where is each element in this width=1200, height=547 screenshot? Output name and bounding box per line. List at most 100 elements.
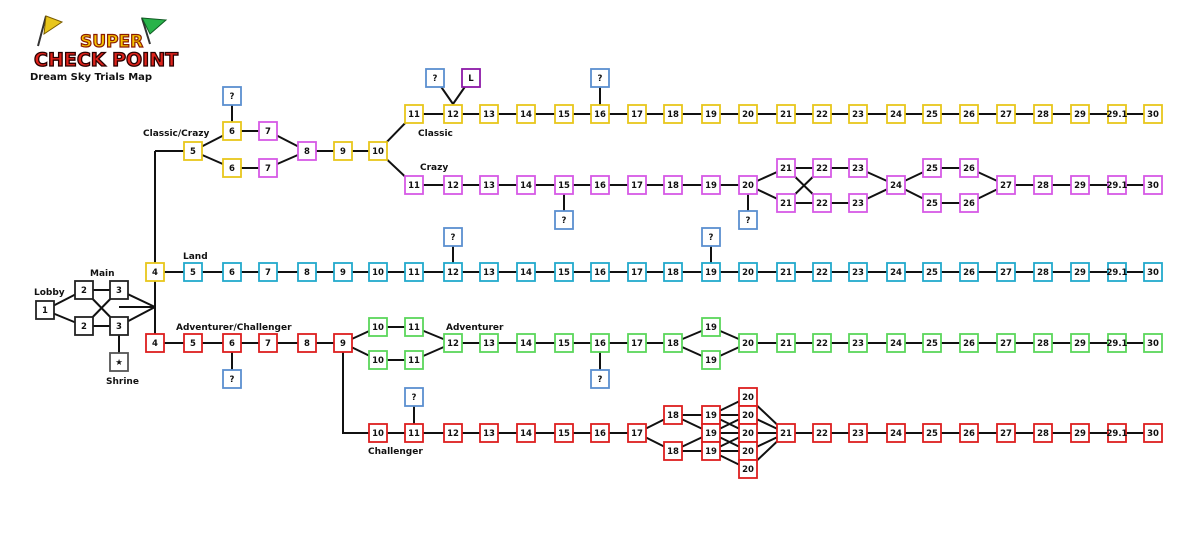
stage-label: 20 bbox=[742, 393, 754, 403]
stage-label: 22 bbox=[816, 268, 828, 278]
stage-crazy-17: 17 bbox=[627, 175, 647, 195]
stage-label: 29 bbox=[1074, 339, 1086, 349]
stage-label: 29.1 bbox=[1107, 429, 1128, 439]
stage-land-11: 11 bbox=[404, 262, 424, 282]
stage-chal-18a: 18 bbox=[663, 405, 683, 425]
stage-adv-22: 22 bbox=[812, 333, 832, 353]
stage-crazy-16: 16 bbox=[590, 175, 610, 195]
label-classic: Classic bbox=[418, 129, 453, 139]
flag-icon-yellow bbox=[37, 15, 64, 47]
stage-label: 14 bbox=[520, 339, 532, 349]
stage-label: 24 bbox=[890, 110, 902, 120]
stage-land-10: 10 bbox=[368, 262, 388, 282]
stage-label: 16 bbox=[594, 110, 606, 120]
secret-adv-16: ? bbox=[590, 369, 610, 389]
stage-land-8: 8 bbox=[297, 262, 317, 282]
stage-chal-20-5: 20 bbox=[738, 459, 758, 479]
stage-adv-27: 27 bbox=[996, 333, 1016, 353]
stage-label: 13 bbox=[483, 268, 495, 278]
stage-adv-20: 20 bbox=[738, 333, 758, 353]
flag-icon-green bbox=[141, 17, 168, 45]
stage-label: 19 bbox=[705, 411, 717, 421]
stage-crazy-21b: 21 bbox=[776, 193, 796, 213]
stage-label: 27 bbox=[1000, 429, 1012, 439]
stage-label: 25 bbox=[926, 429, 938, 439]
stage-label: 8 bbox=[304, 268, 310, 278]
stage-label: 23 bbox=[852, 199, 864, 209]
stage-main-2a: 2 bbox=[74, 280, 94, 300]
stage-chal-27: 27 bbox=[996, 423, 1016, 443]
stage-label: 23 bbox=[852, 268, 864, 278]
label-classic-crazy: Classic/Crazy bbox=[143, 129, 210, 139]
stage-label: 16 bbox=[594, 339, 606, 349]
stage-adv-10a: 10 bbox=[368, 317, 388, 337]
stage-crazy-19: 19 bbox=[701, 175, 721, 195]
stage-label: 18 bbox=[667, 447, 679, 457]
stage-crazy-21a: 21 bbox=[776, 158, 796, 178]
stage-ac-5: 5 bbox=[183, 333, 203, 353]
stage-label: 25 bbox=[926, 339, 938, 349]
secret-crazy-20: ? bbox=[738, 210, 758, 230]
secret-crazy-15: ? bbox=[554, 210, 574, 230]
stage-label: 11 bbox=[408, 323, 420, 333]
stage-classic-13: 13 bbox=[479, 104, 499, 124]
stage-label: 29.1 bbox=[1107, 110, 1128, 120]
stage-label: ? bbox=[746, 216, 751, 226]
stage-crazy-23b: 23 bbox=[848, 193, 868, 213]
stage-ac-8: 8 bbox=[297, 333, 317, 353]
stage-label: 15 bbox=[558, 268, 570, 278]
stage-label: 19 bbox=[705, 447, 717, 457]
stage-land-6: 6 bbox=[222, 262, 242, 282]
stage-classic-29-1: 29.1 bbox=[1107, 104, 1128, 124]
stage-chal-19c: 19 bbox=[701, 441, 721, 461]
stage-label: 22 bbox=[816, 339, 828, 349]
stage-chal-15: 15 bbox=[554, 423, 574, 443]
stage-label: 5 bbox=[190, 147, 196, 157]
stage-label: 19 bbox=[705, 181, 717, 191]
stage-label: 26 bbox=[963, 199, 975, 209]
stage-adv-23: 23 bbox=[848, 333, 868, 353]
logo-super: SUPER bbox=[80, 32, 143, 52]
stage-land-19: 19 bbox=[701, 262, 721, 282]
stage-label: 28 bbox=[1037, 110, 1049, 120]
stage-crazy-23a: 23 bbox=[848, 158, 868, 178]
stage-classic-29: 29 bbox=[1070, 104, 1090, 124]
stage-chal-19b: 19 bbox=[701, 423, 721, 443]
stage-label: 27 bbox=[1000, 339, 1012, 349]
stage-label: 21 bbox=[780, 429, 792, 439]
stage-adv-12: 12 bbox=[443, 333, 463, 353]
stage-label: 20 bbox=[742, 429, 754, 439]
stage-label: ? bbox=[562, 216, 567, 226]
stage-label: 6 bbox=[229, 268, 235, 278]
stage-main-3b: 3 bbox=[109, 316, 129, 336]
stage-classic-18: 18 bbox=[663, 104, 683, 124]
stage-adv-14: 14 bbox=[516, 333, 536, 353]
stage-label: 12 bbox=[447, 339, 459, 349]
stage-adv-15: 15 bbox=[554, 333, 574, 353]
stage-chal-13: 13 bbox=[479, 423, 499, 443]
stage-land-26: 26 bbox=[959, 262, 979, 282]
stage-cc-6b: 6 bbox=[222, 158, 242, 178]
stage-chal-20-3: 20 bbox=[738, 423, 758, 443]
stage-label: 11 bbox=[408, 429, 420, 439]
stage-label: 12 bbox=[447, 110, 459, 120]
stage-label: 29 bbox=[1074, 429, 1086, 439]
stage-classic-26: 26 bbox=[959, 104, 979, 124]
stage-label: 26 bbox=[963, 164, 975, 174]
stage-label: 29.1 bbox=[1107, 181, 1128, 191]
stage-chal-20-4: 20 bbox=[738, 441, 758, 461]
stage-label: 22 bbox=[816, 429, 828, 439]
stage-land-30: 30 bbox=[1143, 262, 1163, 282]
stage-label: ? bbox=[598, 375, 603, 385]
stage-cc-10: 10 bbox=[368, 141, 388, 161]
stage-label: 28 bbox=[1037, 339, 1049, 349]
stage-label: 26 bbox=[963, 429, 975, 439]
shrine-star-icon: ★ bbox=[109, 352, 129, 372]
stage-adv-10b: 10 bbox=[368, 350, 388, 370]
stage-crazy-15: 15 bbox=[554, 175, 574, 195]
stage-label: 24 bbox=[890, 181, 902, 191]
stage-cc-7a: 7 bbox=[258, 121, 278, 141]
stage-label: 16 bbox=[594, 429, 606, 439]
stage-crazy-29: 29 bbox=[1070, 175, 1090, 195]
